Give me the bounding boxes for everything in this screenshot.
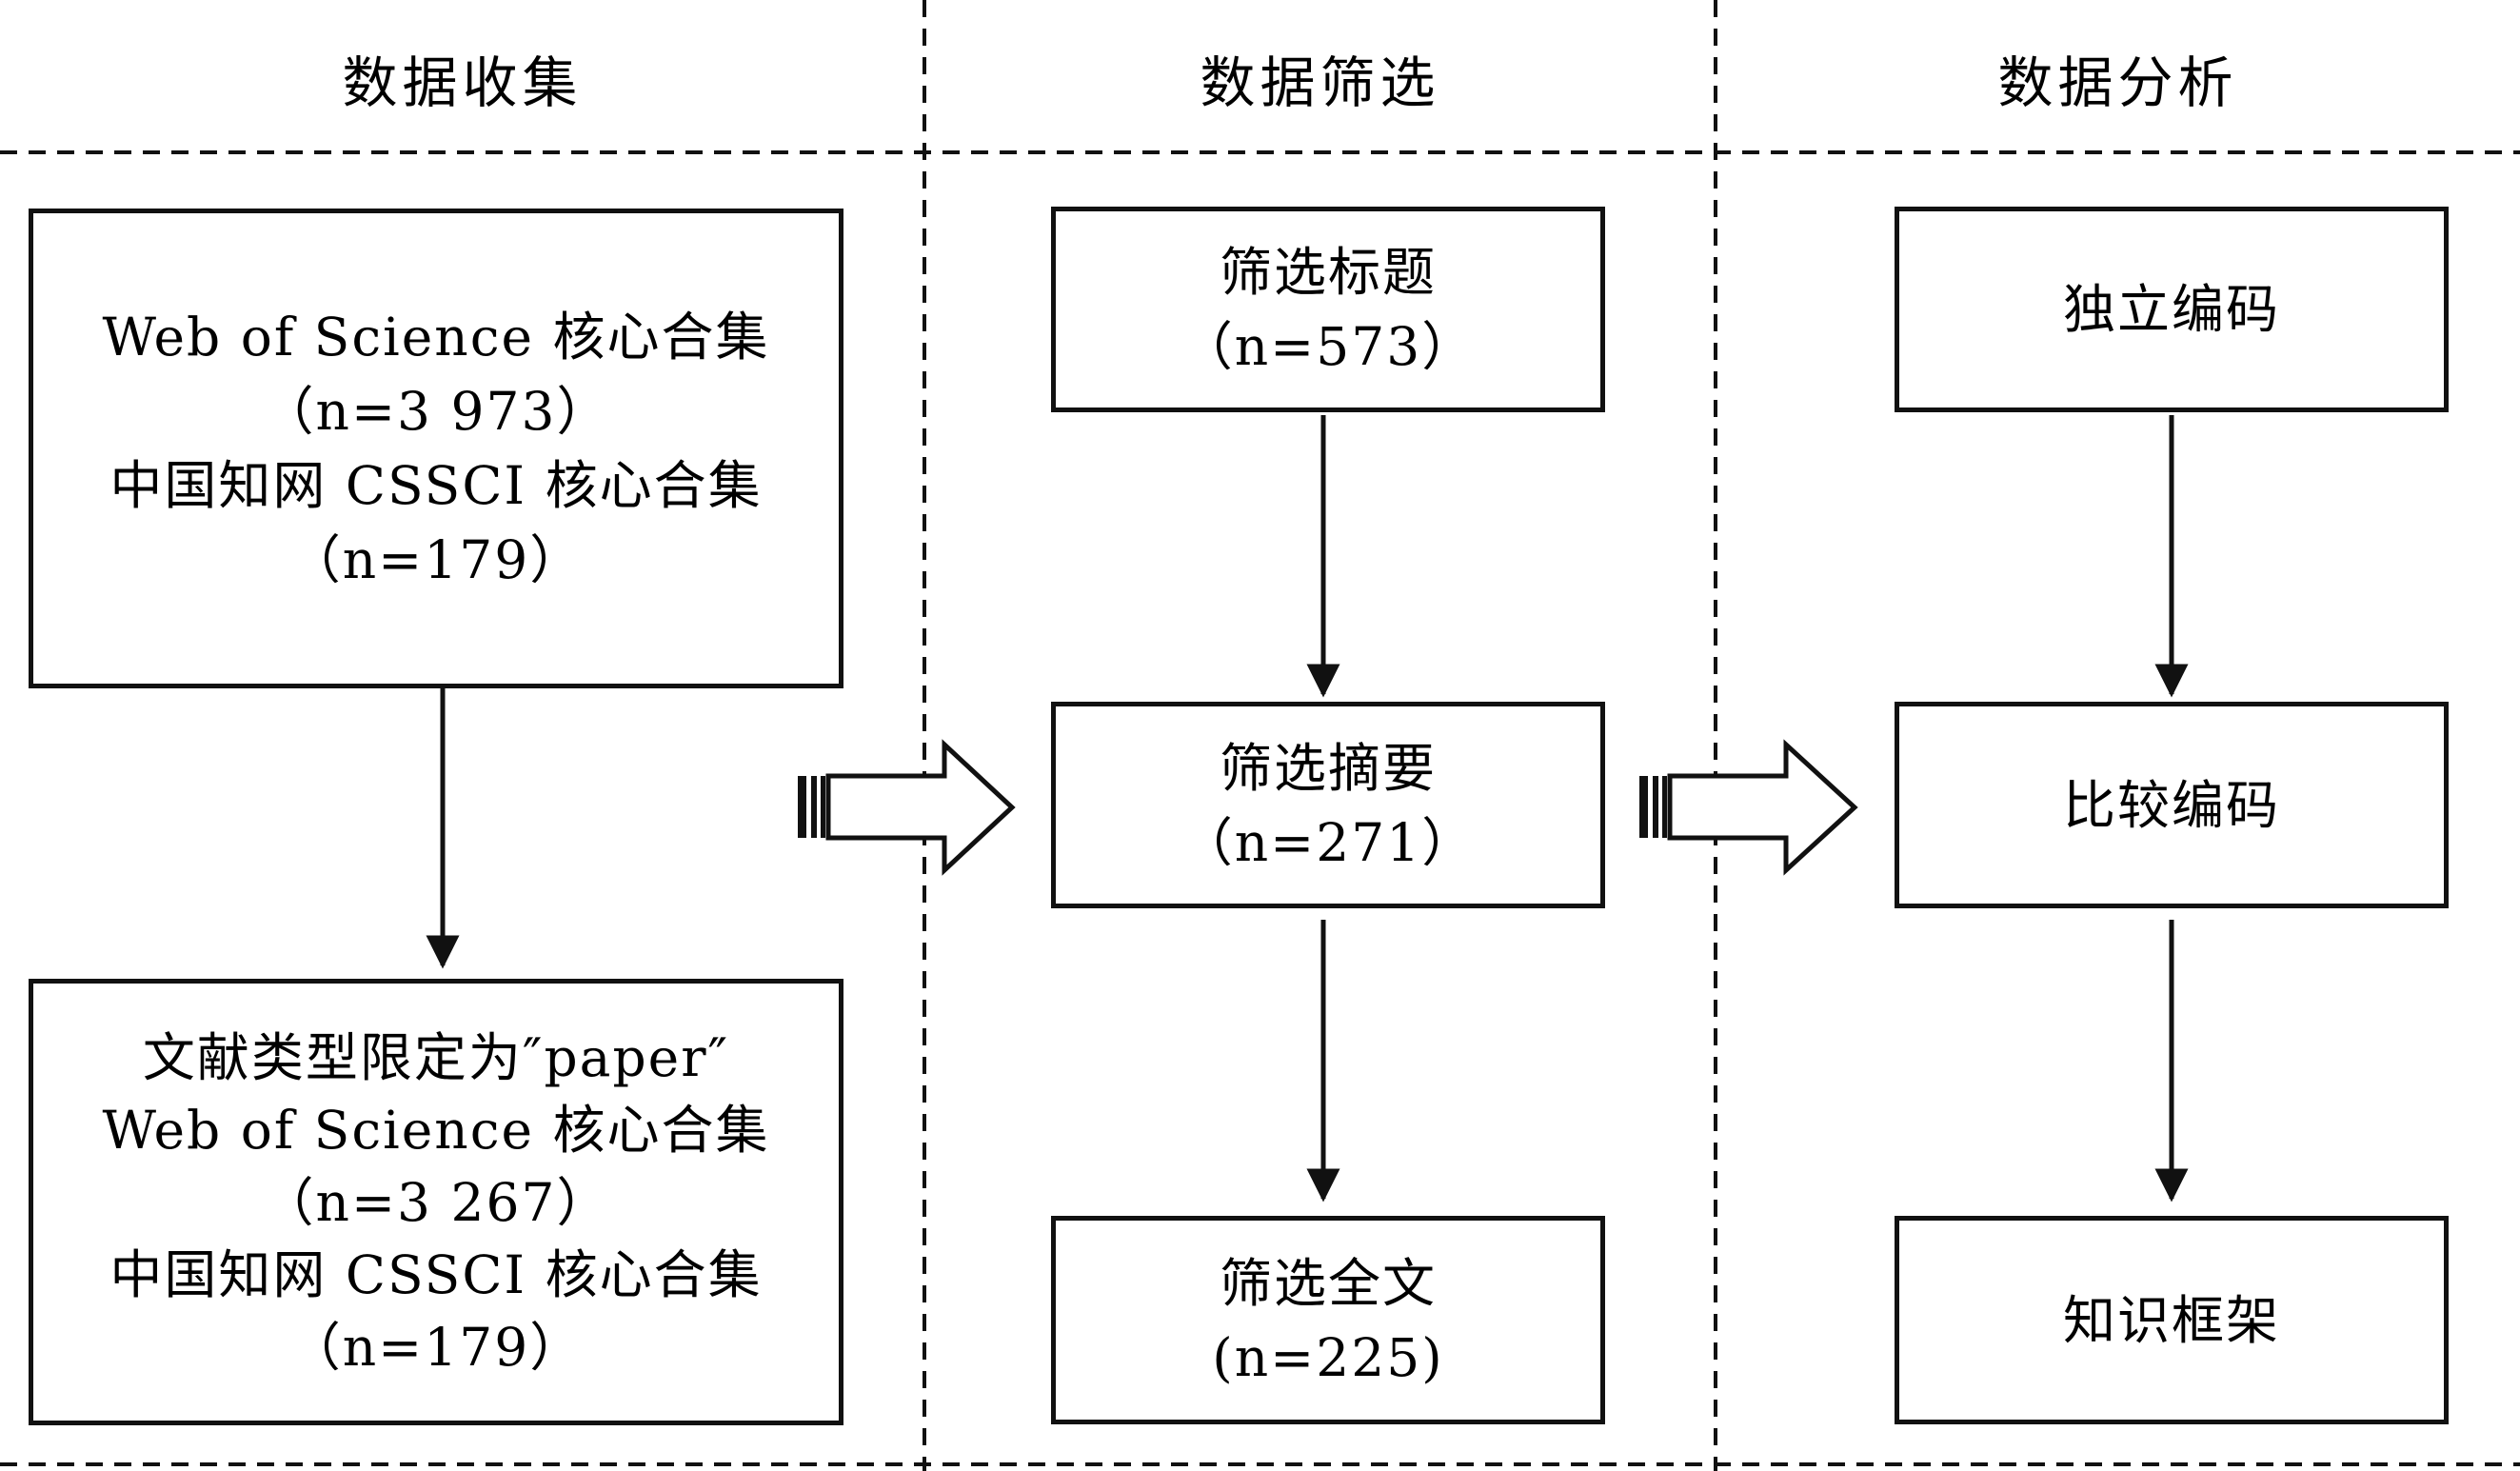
paper-filter-line-2: Web of Science 核心合集: [102, 1099, 770, 1161]
vertical-connectors: [426, 415, 2189, 1203]
paper-filter-line-4: 中国知网 CSSCI 核心合集: [109, 1243, 763, 1305]
source-line-1: Web of Science 核心合集: [102, 307, 770, 368]
header-data-analysis-label: 数据分析: [1997, 50, 2238, 115]
paper-filter-line-5: （n=179）: [288, 1316, 585, 1378]
screen-fulltext-line-1: 筛选全文: [1219, 1252, 1437, 1314]
stage-arrow-2-stripe-3: [1662, 776, 1667, 838]
source-line-2: （n=3 973）: [261, 381, 611, 442]
stage-arrow-2-body: [1667, 739, 1858, 876]
box-screen-fulltext: 筛选全文 (n=225): [1051, 1216, 1605, 1424]
screen-title-line-1: 筛选标题: [1219, 242, 1437, 303]
box-paper-filter: 文献类型限定为″paper″ Web of Science 核心合集 （n=3 …: [29, 979, 843, 1425]
screen-abstract-line-2: （n=271）: [1180, 811, 1477, 873]
screen-fulltext-line-2: (n=225): [1212, 1326, 1444, 1388]
source-line-3: 中国知网 CSSCI 核心合集: [109, 455, 763, 516]
independent-coding-label: 独立编码: [2062, 279, 2280, 340]
stage-arrow-2: [1639, 739, 1858, 876]
header-data-screening: 数据筛选: [924, 34, 1716, 122]
comparative-coding-label: 比较编码: [2062, 774, 2280, 836]
source-line-4: （n=179）: [288, 529, 585, 590]
header-data-screening-label: 数据筛选: [1200, 50, 1440, 115]
header-data-analysis: 数据分析: [1716, 34, 2520, 122]
knowledge-framework-label: 知识框架: [2062, 1289, 2280, 1351]
stage-arrow-2-stripe-2: [1653, 776, 1658, 838]
stage-arrow-1: [798, 739, 1016, 876]
stage-arrow-1-stripe-1: [798, 776, 806, 838]
box-screen-title: 筛选标题 （n=573）: [1051, 207, 1605, 412]
screen-abstract-line-1: 筛选摘要: [1219, 737, 1437, 799]
paper-filter-line-1: 文献类型限定为″paper″: [142, 1026, 730, 1088]
stage-arrow-1-stripe-2: [811, 776, 817, 838]
box-screen-abstract: 筛选摘要 （n=271）: [1051, 702, 1605, 908]
stage-arrow-2-stripe-1: [1639, 776, 1648, 838]
paper-filter-line-3: （n=3 267）: [261, 1171, 611, 1233]
box-source-databases: Web of Science 核心合集 （n=3 973） 中国知网 CSSCI…: [29, 209, 843, 688]
screen-title-line-2: （n=573）: [1180, 316, 1477, 377]
box-knowledge-framework: 知识框架: [1895, 1216, 2449, 1424]
box-independent-coding: 独立编码: [1895, 207, 2449, 412]
stage-arrow-1-stripe-3: [821, 776, 825, 838]
box-comparative-coding: 比较编码: [1895, 702, 2449, 908]
header-data-collection-label: 数据收集: [342, 50, 583, 115]
header-data-collection: 数据收集: [0, 34, 924, 122]
stage-arrow-1-body: [825, 739, 1016, 876]
